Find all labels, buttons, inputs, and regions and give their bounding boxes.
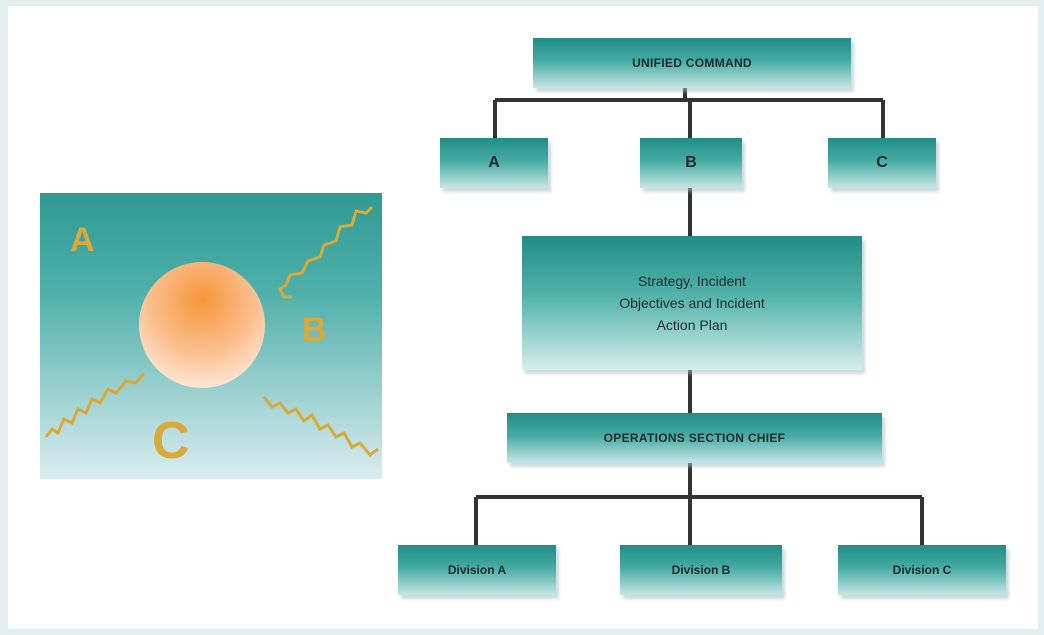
division-b-box: Division B — [620, 545, 782, 595]
squiggle-top-right — [278, 205, 374, 299]
agency-c-box: C — [828, 138, 936, 188]
unified-command-box: UNIFIED COMMAND — [533, 38, 851, 88]
operations-section-chief-label: OPERATIONS SECTION CHIEF — [603, 431, 786, 445]
division-a-label: Division A — [447, 563, 507, 577]
division-b-label: Division B — [671, 563, 731, 577]
plan-line-2: Objectives and Incident — [619, 295, 765, 311]
incident-illustration: A B C — [40, 193, 382, 479]
illustration-label-c: C — [152, 412, 190, 470]
squiggle-left — [44, 372, 146, 438]
operations-section-chief-box: OPERATIONS SECTION CHIEF — [507, 413, 882, 463]
illustration-graphic — [44, 205, 379, 458]
illustration-label-a: A — [70, 221, 95, 259]
agency-a-label: A — [488, 154, 500, 171]
agency-a-box: A — [440, 138, 548, 188]
plan-line-1: Strategy, Incident — [638, 273, 746, 289]
agency-c-label: C — [876, 154, 888, 171]
agency-b-box: B — [640, 138, 742, 188]
division-c-label: Division C — [892, 563, 952, 577]
division-c-box: Division C — [838, 545, 1006, 595]
agency-b-label: B — [685, 154, 697, 171]
illustration-label-b: B — [302, 311, 327, 349]
unified-command-label: UNIFIED COMMAND — [632, 56, 752, 70]
division-a-box: Division A — [398, 545, 556, 595]
incident-action-plan-box: Strategy, Incident Objectives and Incide… — [522, 236, 862, 370]
plan-line-3: Action Plan — [656, 317, 728, 333]
squiggle-right — [262, 396, 379, 458]
incident-sphere — [139, 262, 265, 388]
